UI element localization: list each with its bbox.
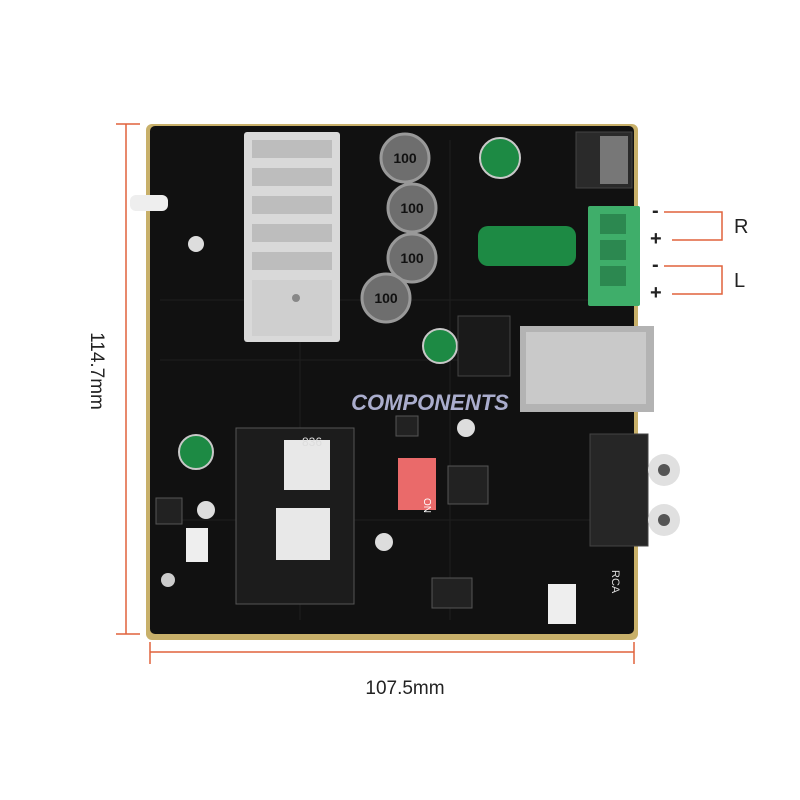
l-plus-sign: + (650, 282, 662, 304)
black-component (431, 577, 473, 609)
inductor-label: 100 (374, 290, 398, 306)
r-minus-sign: - (652, 200, 659, 222)
r-plus-sign: + (650, 228, 662, 250)
heatsink (244, 132, 340, 342)
width-label: 107.5mm (365, 678, 445, 699)
inductor-label: 100 (393, 150, 417, 166)
module-label: 836 (302, 435, 322, 449)
inductor-label: 100 (400, 200, 424, 216)
inductors (360, 132, 438, 324)
terminal-brackets (664, 211, 723, 295)
ethernet-jack (520, 326, 654, 412)
button (161, 573, 175, 587)
right-channel-label: R (734, 216, 749, 238)
inductor-label: 100 (400, 250, 424, 266)
dip-switch (398, 458, 436, 510)
l-minus-sign: - (652, 254, 659, 276)
height-dimension-line (116, 123, 140, 635)
height-label: 114.7mm (86, 332, 107, 410)
wifi-module: 836 (235, 427, 355, 605)
black-component (395, 415, 419, 437)
watermark-text: COMPONENTS (351, 390, 509, 415)
white-connector (548, 584, 576, 624)
rca-jacks (589, 433, 680, 547)
switch-label: ON (421, 498, 432, 513)
width-dimension-line (149, 642, 635, 664)
black-component (155, 497, 183, 525)
led (130, 195, 168, 211)
rca-label: RCA (609, 570, 621, 594)
capacitors (178, 137, 576, 551)
white-connector (186, 528, 208, 562)
lan-transformer (457, 315, 511, 377)
dac-chip (447, 465, 489, 505)
left-channel-label: L (734, 270, 746, 292)
speaker-terminal (588, 206, 640, 306)
